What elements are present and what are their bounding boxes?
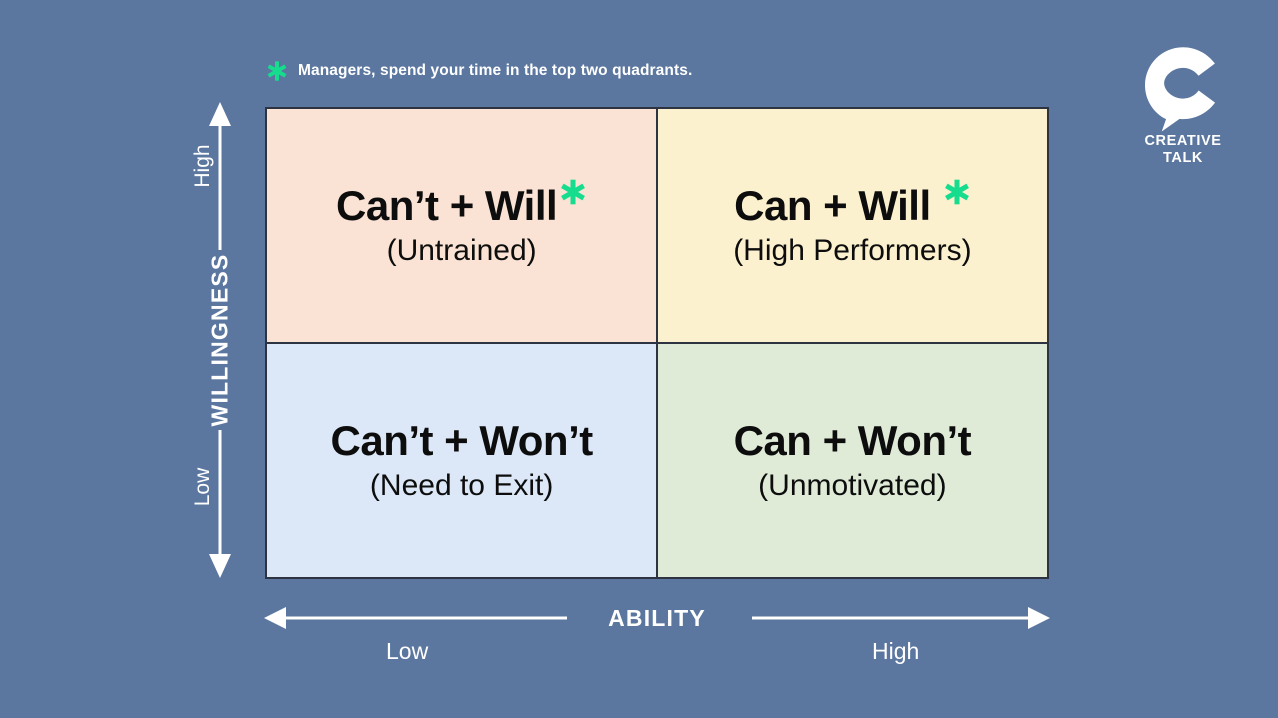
y-axis-title: WILLINGNESS	[206, 253, 233, 427]
green-asterisk-icon	[561, 179, 586, 205]
quadrant-cant-will: Can’t + Will (Untrained)	[267, 109, 657, 343]
quadrant-subtitle: (Untrained)	[386, 234, 537, 268]
quadrant-title-row: Can + Won’t	[733, 416, 972, 464]
creative-talk-c-logo-icon	[1145, 47, 1216, 132]
caption-text: Managers, spend your time in the top two…	[298, 62, 693, 79]
x-axis: ABILITY	[262, 598, 1052, 638]
quadrant-title: Can’t + Will	[336, 182, 558, 230]
logo-line-2: TALK	[1163, 150, 1203, 167]
brand-logo: CREATIVE TALK	[1128, 45, 1238, 167]
quadrant-subtitle: (Unmotivated)	[758, 468, 947, 502]
quadrant-cant-wont: Can’t + Won’t (Need to Exit)	[267, 343, 657, 577]
quadrant-subtitle: (Need to Exit)	[369, 468, 554, 502]
green-asterisk-icon	[267, 61, 287, 81]
quadrant-title: Can + Will	[734, 182, 931, 230]
quadrant-can-wont: Can + Won’t (Unmotivated)	[657, 343, 1047, 577]
quadrant-title: Can’t + Won’t	[330, 416, 594, 464]
x-axis-title: ABILITY	[608, 605, 706, 631]
quadrant-can-will: Can + Will (High Performers)	[657, 109, 1047, 343]
x-axis-high-label: High	[872, 638, 920, 664]
quadrant-matrix: Can’t + Will (Untrained) Can + Will	[265, 107, 1049, 579]
vertical-double-arrow-icon	[209, 102, 231, 578]
quadrant-title-row: Can’t + Won’t	[330, 416, 594, 464]
y-axis-low-label: Low	[191, 467, 214, 507]
logo-line-1: CREATIVE	[1144, 133, 1222, 149]
y-axis: WILLINGNESS High Low	[191, 100, 244, 580]
caption-banner: Managers, spend your time in the top two…	[266, 60, 692, 82]
horizontal-double-arrow-icon	[264, 607, 1050, 629]
y-axis-high-label: High	[191, 144, 214, 188]
quadrant-title-row: Can’t + Will	[336, 179, 587, 230]
green-asterisk-icon	[944, 179, 969, 205]
x-axis-low-label: Low	[386, 638, 429, 664]
quadrant-subtitle: (High Performers)	[733, 234, 972, 268]
quadrant-title: Can + Won’t	[733, 416, 972, 464]
quadrant-title-row: Can + Will	[734, 179, 971, 230]
